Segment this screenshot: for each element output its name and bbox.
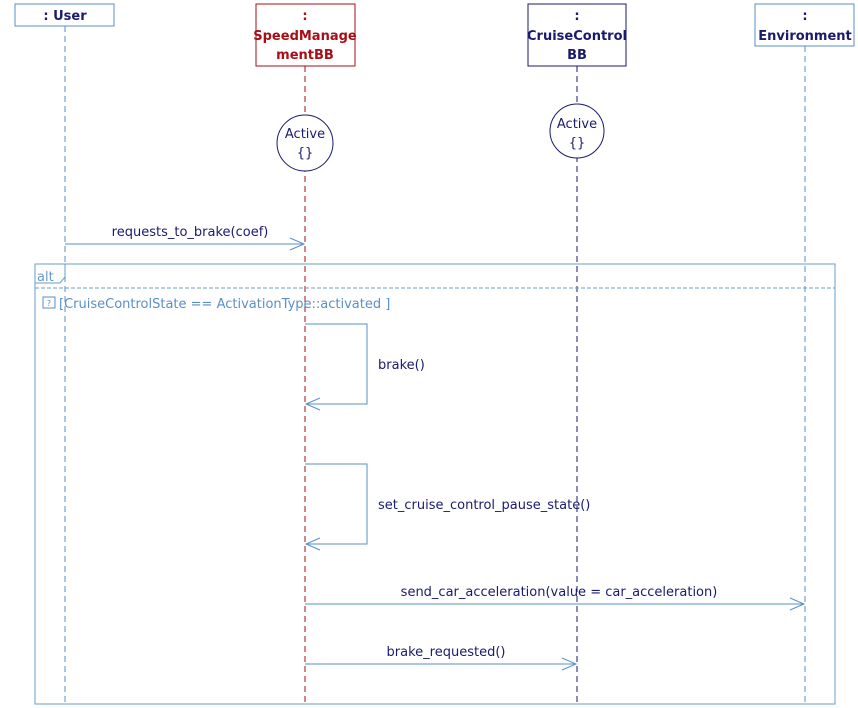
state-speed-line2: {} [297, 146, 314, 161]
fragment-guard: [CruiseControlState == ActivationType::a… [59, 297, 390, 312]
lifeline-env-label: Environment [758, 29, 852, 44]
message-brake-self[interactable]: brake() [304, 323, 425, 411]
message-label: requests_to_brake(coef) [112, 225, 269, 240]
message-requests-to-brake[interactable]: requests_to_brake(coef) [65, 225, 306, 251]
lifeline-speed-colon: : [302, 9, 307, 24]
svg-text:?: ? [47, 299, 51, 308]
message-label: set_cruise_control_pause_state() [378, 498, 590, 513]
guard-icon: ? [42, 296, 56, 309]
state-cruise-line1: Active [557, 117, 597, 132]
lifeline-user-label: : User [43, 9, 87, 24]
lifeline-speed-name1: SpeedManage [253, 29, 357, 44]
lifeline-speed-name2: mentBB [276, 48, 334, 63]
message-label: brake_requested() [387, 645, 506, 660]
lifeline-speed-head[interactable]: : SpeedManage mentBB [253, 3, 357, 67]
lifeline-user-head[interactable]: : User [14, 3, 115, 27]
alt-fragment[interactable]: alt ? [CruiseControlState == ActivationT… [34, 263, 836, 705]
message-label: brake() [378, 358, 425, 373]
lifeline-cruise-name1: CruiseControl [527, 29, 627, 44]
state-speed-active[interactable]: Active {} [276, 114, 334, 172]
state-cruise-active[interactable]: Active {} [549, 103, 605, 159]
lifeline-env-head[interactable]: : Environment [754, 3, 855, 47]
message-label: send_car_acceleration(value = car_accele… [401, 585, 718, 600]
fragment-operator: alt [37, 270, 54, 285]
state-cruise-line2: {} [569, 136, 586, 151]
lifeline-cruise-head[interactable]: : CruiseControl BB [527, 3, 627, 67]
fragment-tab [35, 264, 66, 284]
message-brake-requested[interactable]: brake_requested() [305, 645, 578, 671]
lifeline-cruise-name2: BB [567, 48, 587, 63]
lifeline-cruise-colon: : [574, 9, 579, 24]
message-send-car-acceleration[interactable]: send_car_acceleration(value = car_accele… [305, 585, 806, 611]
state-speed-line1: Active [285, 127, 325, 142]
message-set-pause-state-self[interactable]: set_cruise_control_pause_state() [304, 463, 590, 551]
lifeline-env-colon: : [802, 9, 807, 24]
